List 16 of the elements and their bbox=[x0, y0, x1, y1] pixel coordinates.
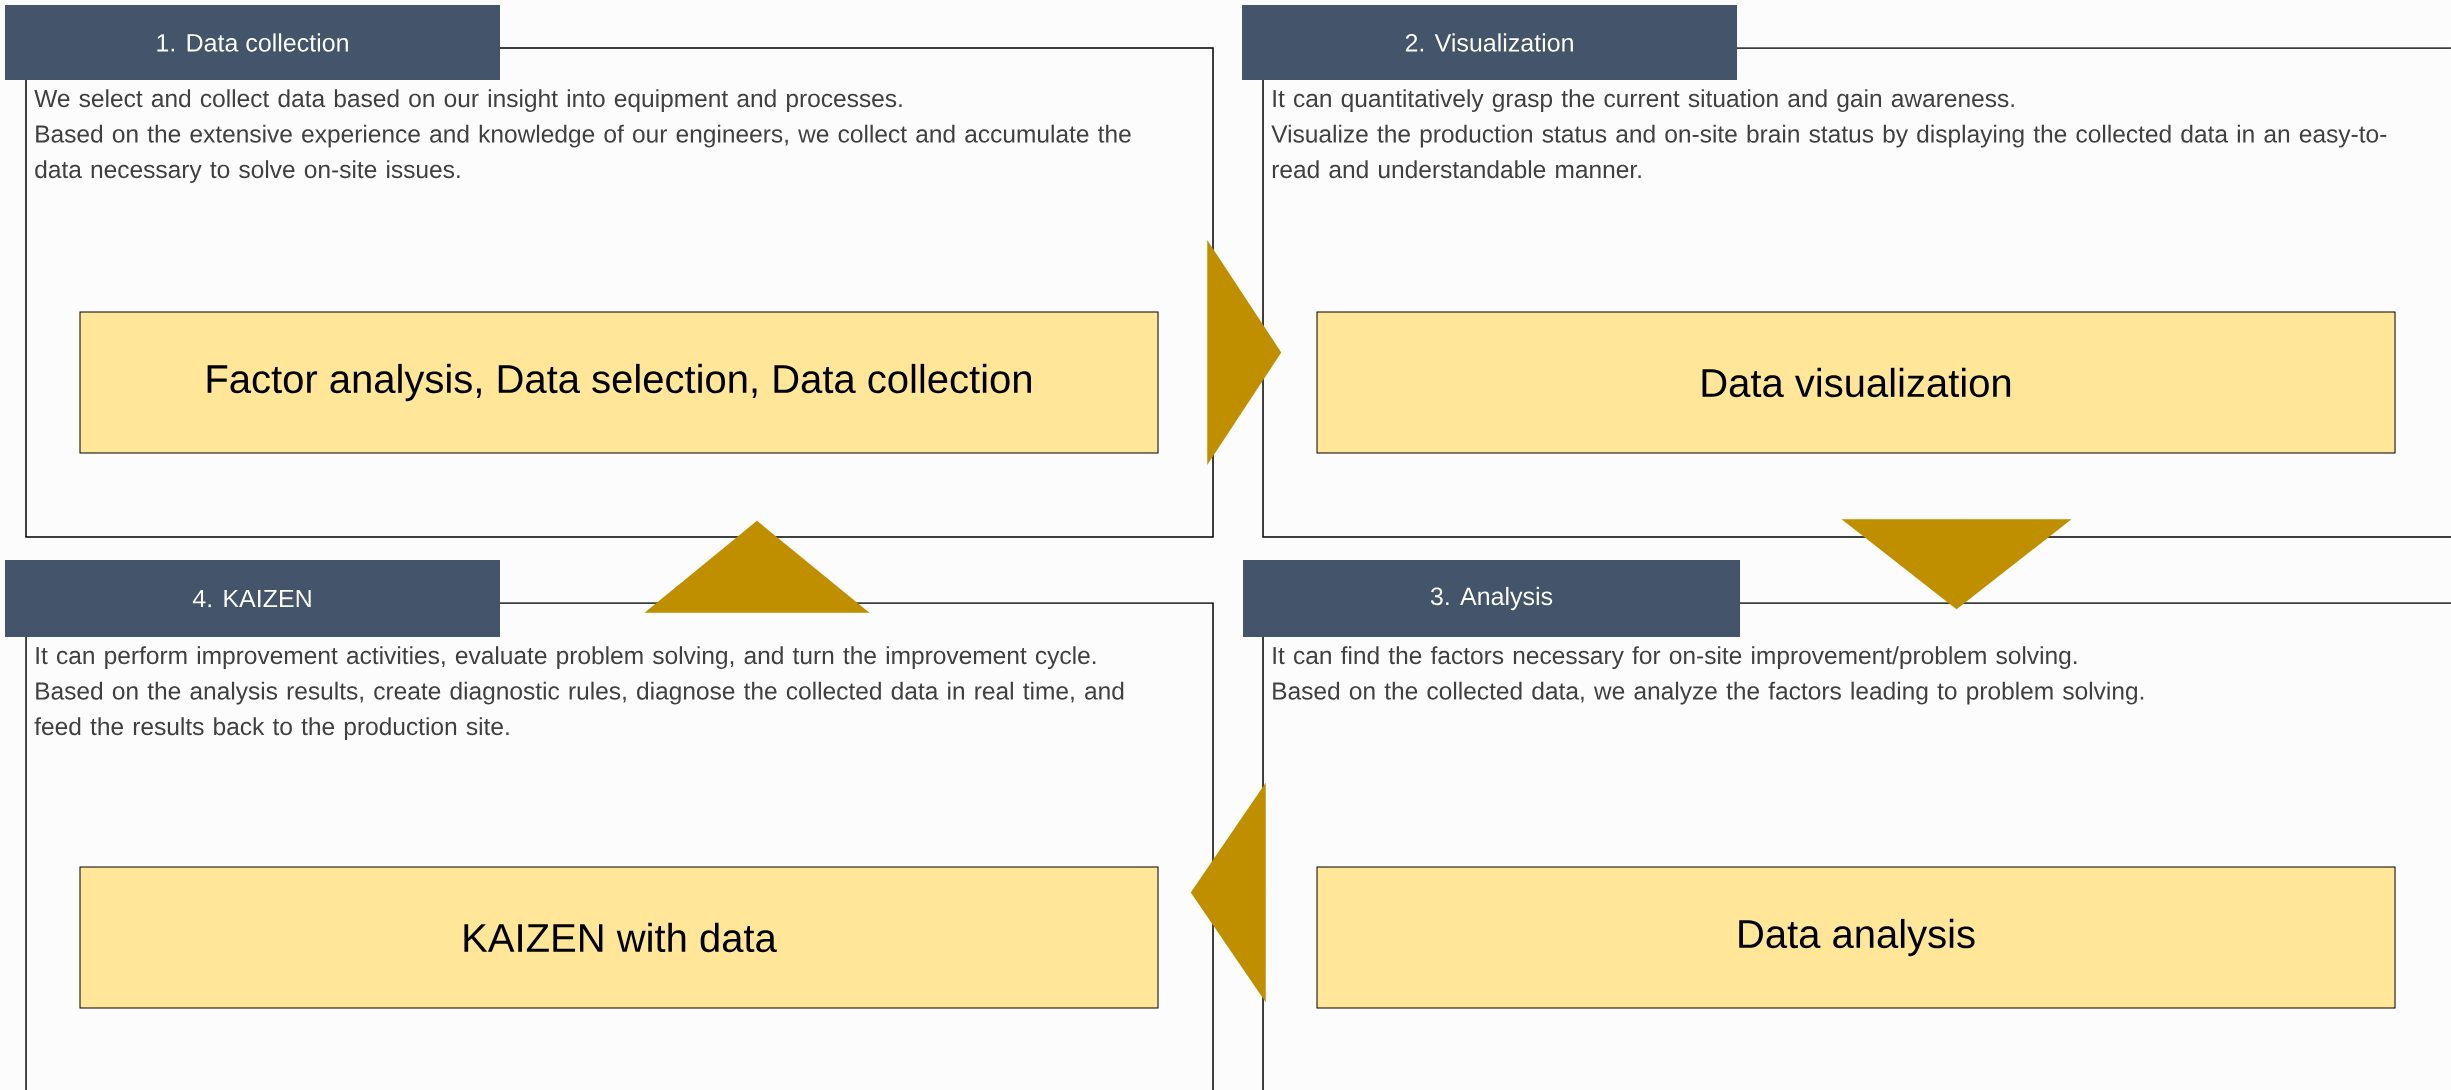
arrow bbox=[644, 520, 870, 613]
arrow bbox=[1207, 240, 1282, 465]
panel-header: 3. Analysis bbox=[1243, 560, 1740, 637]
description-text: It can find the factors necessary for on-site improvement/problem solving. Based on the collected data, we analyze the factors leading to problem solving. bbox=[1273, 646, 2144, 705]
process-box: Factor analysis, Data selection, Data collection bbox=[79, 311, 1159, 454]
process-box: Data visualization bbox=[1316, 311, 2396, 454]
description-text: It can quantitatively grasp the current situation and gain awareness. Visualize the production status and on-site brain status by displaying the collected data in an easy-to-read and understandable manner. bbox=[1271, 89, 2387, 179]
description-text: We select and collect data based on our insight into equipment and processes. Based on the extensive experience and knowledge of our engineers, we collect and accumulate the data necessary to solve on-site issues. bbox=[34, 89, 1131, 184]
process-box: KAIZEN with data bbox=[79, 866, 1159, 1009]
panel-header: 4. KAIZEN bbox=[5, 560, 500, 637]
arrow bbox=[1841, 519, 2072, 610]
description-text: It can perform improvement activities, evaluate problem solving, and turn the improvement cycle. Based on the analysis results, create diagnostic rules, diagnose the collected data in real time, and feed the results back to the production site. bbox=[34, 646, 1124, 741]
panel-header: 1. Data collection bbox=[5, 5, 500, 80]
panel-header: 2. Visualization bbox=[1242, 5, 1737, 80]
arrow bbox=[1190, 782, 1266, 1003]
process-box: Data analysis bbox=[1316, 866, 2396, 1009]
